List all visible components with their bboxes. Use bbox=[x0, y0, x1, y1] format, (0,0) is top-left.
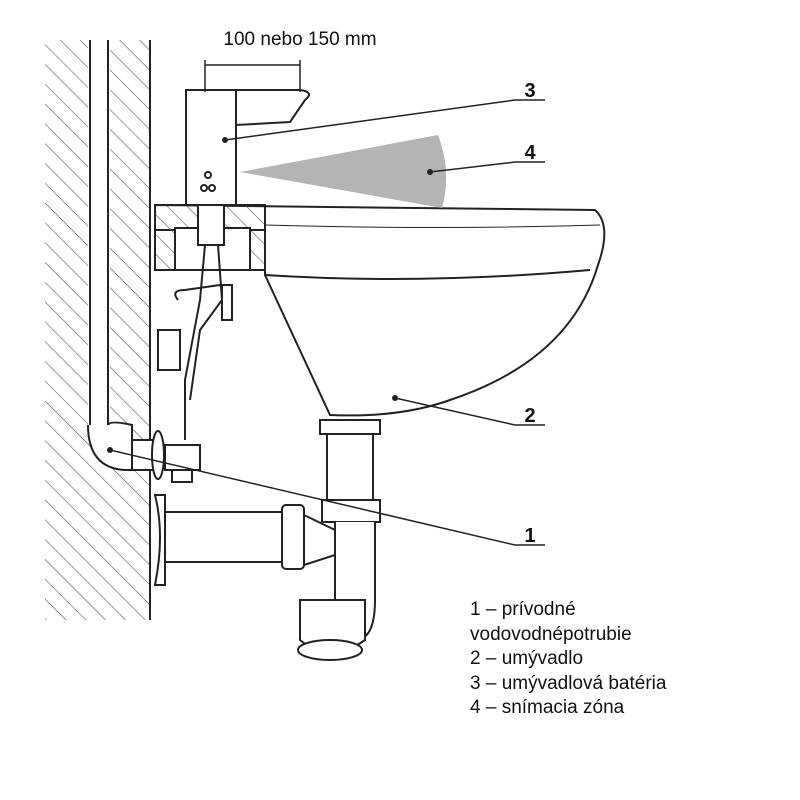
callout-3: 3 bbox=[524, 80, 535, 102]
callout-1: 1 bbox=[524, 525, 535, 547]
callout-4: 4 bbox=[524, 142, 536, 164]
dimension-label: 100 nebo 150 mm bbox=[223, 29, 376, 50]
supply-pipe bbox=[87, 40, 201, 483]
legend: 1 – prívodné vodovodnépotrubie 2 – umýva… bbox=[470, 598, 666, 721]
legend-item-2: 2 – umývadlo bbox=[470, 648, 584, 669]
leader-lines bbox=[109, 99, 545, 546]
legend-item-1-cont: vodovodnépotrubie bbox=[470, 623, 632, 645]
sensor-zone bbox=[240, 135, 447, 208]
drain-trap bbox=[153, 419, 381, 661]
legend-item-1: 1 – prívodné bbox=[470, 599, 576, 620]
legend-item-3: 3 – umývadlová batéria bbox=[470, 672, 667, 694]
wall bbox=[45, 40, 151, 620]
legend-item-4: 4 – snímacia zóna bbox=[470, 697, 625, 718]
callout-2: 2 bbox=[524, 405, 535, 427]
dimension-line bbox=[204, 60, 301, 92]
faucet bbox=[157, 89, 310, 440]
leader-dots bbox=[107, 137, 433, 453]
